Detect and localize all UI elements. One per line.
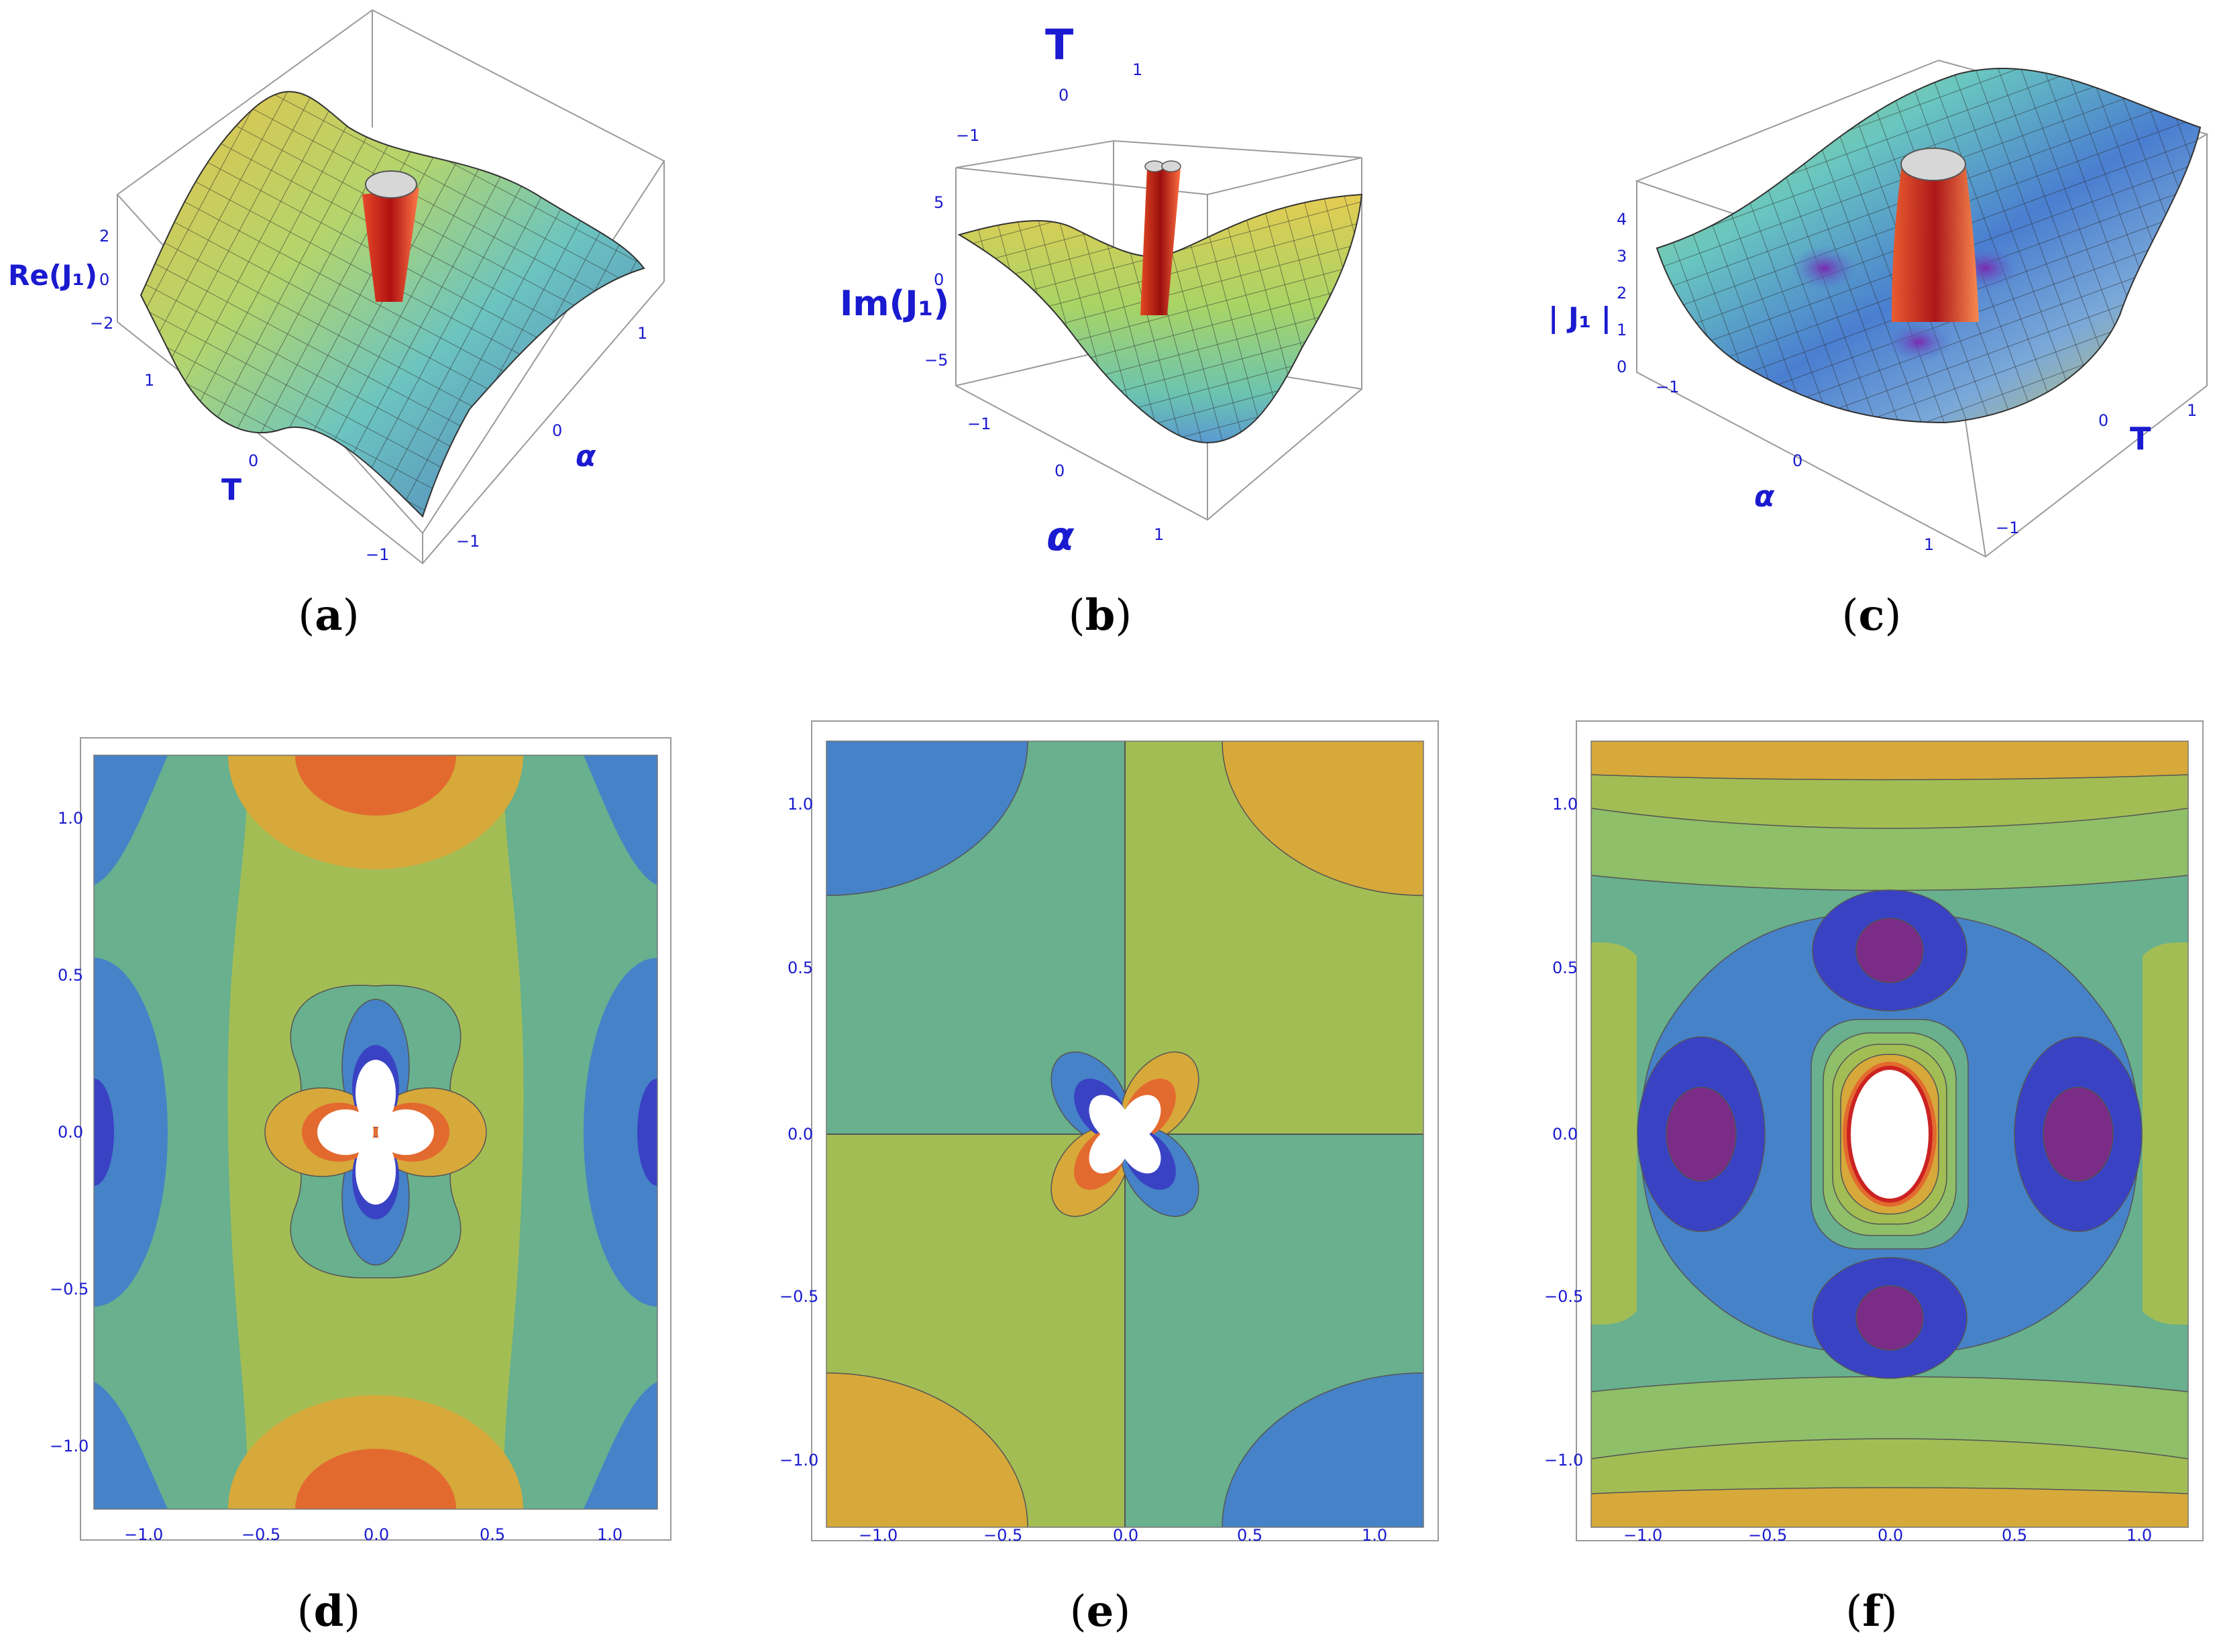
- tick-x-e-4: 1.0: [1362, 1526, 1387, 1545]
- tick-z-a-2: −2: [90, 314, 113, 333]
- tick-y-a-1: 0: [552, 421, 562, 440]
- tick-y-e-1: 0.5: [788, 958, 813, 977]
- tick-y-e-4: −1.0: [779, 1451, 818, 1470]
- surface-plot-c: 4 3 2 1 0 −1 0 1 1 0 −1 | J₁ | α T: [1548, 59, 2209, 558]
- caption-a: (a): [298, 590, 360, 641]
- tick-z-b-2: −5: [924, 351, 948, 370]
- tick-z-c-0: 4: [1617, 210, 1627, 229]
- tick-x-f-4: 1.0: [2126, 1526, 2152, 1545]
- contour-plot-f: 1.0 0.5 0.0 −0.5 −1.0 −1.0 −0.5 0.0 0.5 …: [1544, 720, 2204, 1545]
- panel-d: 1.0 0.5 0.0 −0.5 −1.0 −1.0 −0.5 0.0 0.5 …: [50, 737, 671, 1556]
- tick-y-b-0: −1: [956, 126, 979, 145]
- tick-z-a-1: 0: [99, 270, 109, 289]
- panel-a: 2 0 −2 1 0 −1 1 0 −1 Re(J₁) T α: [0, 0, 738, 577]
- axis-label-y-b: T: [1045, 20, 1073, 69]
- tick-y-c-1: 0: [2098, 411, 2108, 430]
- tick-y-b-1: 0: [1059, 86, 1069, 105]
- axis-label-x-c: α: [1754, 480, 1775, 514]
- tick-y-d-1: 0.5: [58, 966, 83, 985]
- tick-x-d-0: −1.0: [124, 1525, 163, 1544]
- tick-y-b-2: 1: [1132, 60, 1142, 79]
- axis-label-x-b: α: [1046, 513, 1075, 560]
- axis-label-y-c: T: [2130, 421, 2151, 457]
- surface-plot-b: 5 0 −5 −1 0 1 −1 0 1 Im(J₁) α T: [840, 20, 1363, 560]
- tick-x-f-1: −0.5: [1748, 1526, 1787, 1545]
- tick-x-b-1: 0: [1055, 461, 1065, 480]
- tick-y-f-4: −1.0: [1544, 1451, 1583, 1470]
- caption-c: (c): [1841, 590, 1902, 641]
- tick-x-c-1: 0: [1792, 451, 1802, 470]
- axis-label-z-c: | J₁ |: [1548, 301, 1611, 334]
- tick-y-d-0: 1.0: [58, 809, 83, 828]
- tick-y-f-1: 0.5: [1552, 958, 1578, 977]
- ticks-e: 1.0 0.5 0.0 −0.5 −1.0 −1.0 −0.5 0.0 0.5 …: [779, 795, 1387, 1545]
- tick-x-f-3: 0.5: [2002, 1526, 2027, 1545]
- tick-y-e-3: −0.5: [779, 1287, 818, 1306]
- axis-label-x-a: T: [221, 473, 241, 507]
- tick-x-b-2: 1: [1154, 525, 1164, 544]
- tick-x-a-0: 1: [144, 371, 154, 390]
- tick-x-f-0: −1.0: [1623, 1526, 1662, 1545]
- panel-c: 4 3 2 1 0 −1 0 1 1 0 −1 | J₁ | α T: [1516, 0, 2215, 577]
- tick-y-c-2: −1: [1996, 518, 2019, 537]
- tick-x-c-0: −1: [1656, 378, 1679, 396]
- caption-d: (d): [296, 1586, 361, 1637]
- tick-z-c-3: 1: [1617, 321, 1627, 339]
- tick-y-a-0: 1: [637, 324, 647, 343]
- tick-y-f-0: 1.0: [1552, 795, 1578, 814]
- tick-x-a-2: −1: [366, 545, 389, 564]
- tick-y-f-2: 0.0: [1552, 1125, 1578, 1144]
- tick-y-c-0: 1: [2187, 401, 2197, 420]
- tick-z-c-2: 2: [1617, 284, 1627, 302]
- tick-y-a-2: −1: [456, 532, 480, 551]
- tick-x-e-2: 0.0: [1113, 1526, 1138, 1545]
- axis-label-z-b: Im(J₁): [840, 284, 949, 324]
- tick-x-d-2: 0.0: [364, 1525, 389, 1544]
- tick-y-e-0: 1.0: [788, 795, 813, 814]
- tick-x-e-1: −0.5: [983, 1526, 1022, 1545]
- tick-z-b-0: 5: [934, 193, 944, 212]
- axis-label-z-a: Re(J₁): [8, 259, 97, 292]
- tick-x-c-2: 1: [1924, 535, 1934, 554]
- tick-x-d-1: −0.5: [241, 1525, 280, 1544]
- ticks-d: 1.0 0.5 0.0 −0.5 −1.0 −1.0 −0.5 0.0 0.5 …: [50, 809, 623, 1544]
- panel-b: 5 0 −5 −1 0 1 −1 0 1 Im(J₁) α T: [792, 0, 1422, 577]
- caption-e: (e): [1069, 1586, 1131, 1637]
- tick-z-b-1: 0: [934, 270, 944, 289]
- surface-plot-a: 2 0 −2 1 0 −1 1 0 −1 Re(J₁) T α: [8, 9, 665, 565]
- tick-z-c-1: 3: [1617, 247, 1627, 266]
- panel-f: 1.0 0.5 0.0 −0.5 −1.0 −1.0 −0.5 0.0 0.5 …: [1544, 720, 2207, 1553]
- ticks-f: 1.0 0.5 0.0 −0.5 −1.0 −1.0 −0.5 0.0 0.5 …: [1544, 795, 2152, 1545]
- caption-b: (b): [1068, 590, 1132, 641]
- tick-x-a-1: 0: [248, 451, 258, 470]
- tick-x-e-3: 0.5: [1237, 1526, 1262, 1545]
- tick-z-c-4: 0: [1617, 357, 1627, 376]
- tick-y-f-3: −0.5: [1544, 1287, 1583, 1306]
- tick-x-f-2: 0.0: [1878, 1526, 1903, 1545]
- tick-y-e-2: 0.0: [788, 1125, 813, 1144]
- contour-plot-e: 1.0 0.5 0.0 −0.5 −1.0 −1.0 −0.5 0.0 0.5 …: [779, 720, 1439, 1545]
- panel-e: 1.0 0.5 0.0 −0.5 −1.0 −1.0 −0.5 0.0 0.5 …: [779, 720, 1442, 1553]
- tick-z-a-0: 2: [99, 227, 109, 245]
- tick-x-e-0: −1.0: [859, 1526, 898, 1545]
- tick-x-b-0: −1: [967, 415, 991, 433]
- tick-y-d-3: −0.5: [50, 1280, 89, 1299]
- tick-y-d-2: 0.0: [58, 1123, 83, 1142]
- tick-x-d-3: 0.5: [480, 1525, 505, 1544]
- contour-plot-d: 1.0 0.5 0.0 −0.5 −1.0 −1.0 −0.5 0.0 0.5 …: [50, 737, 671, 1544]
- tick-x-d-4: 1.0: [597, 1525, 623, 1544]
- caption-f: (f): [1845, 1586, 1898, 1637]
- axis-label-y-a: α: [576, 439, 596, 474]
- tick-y-d-4: −1.0: [50, 1437, 89, 1455]
